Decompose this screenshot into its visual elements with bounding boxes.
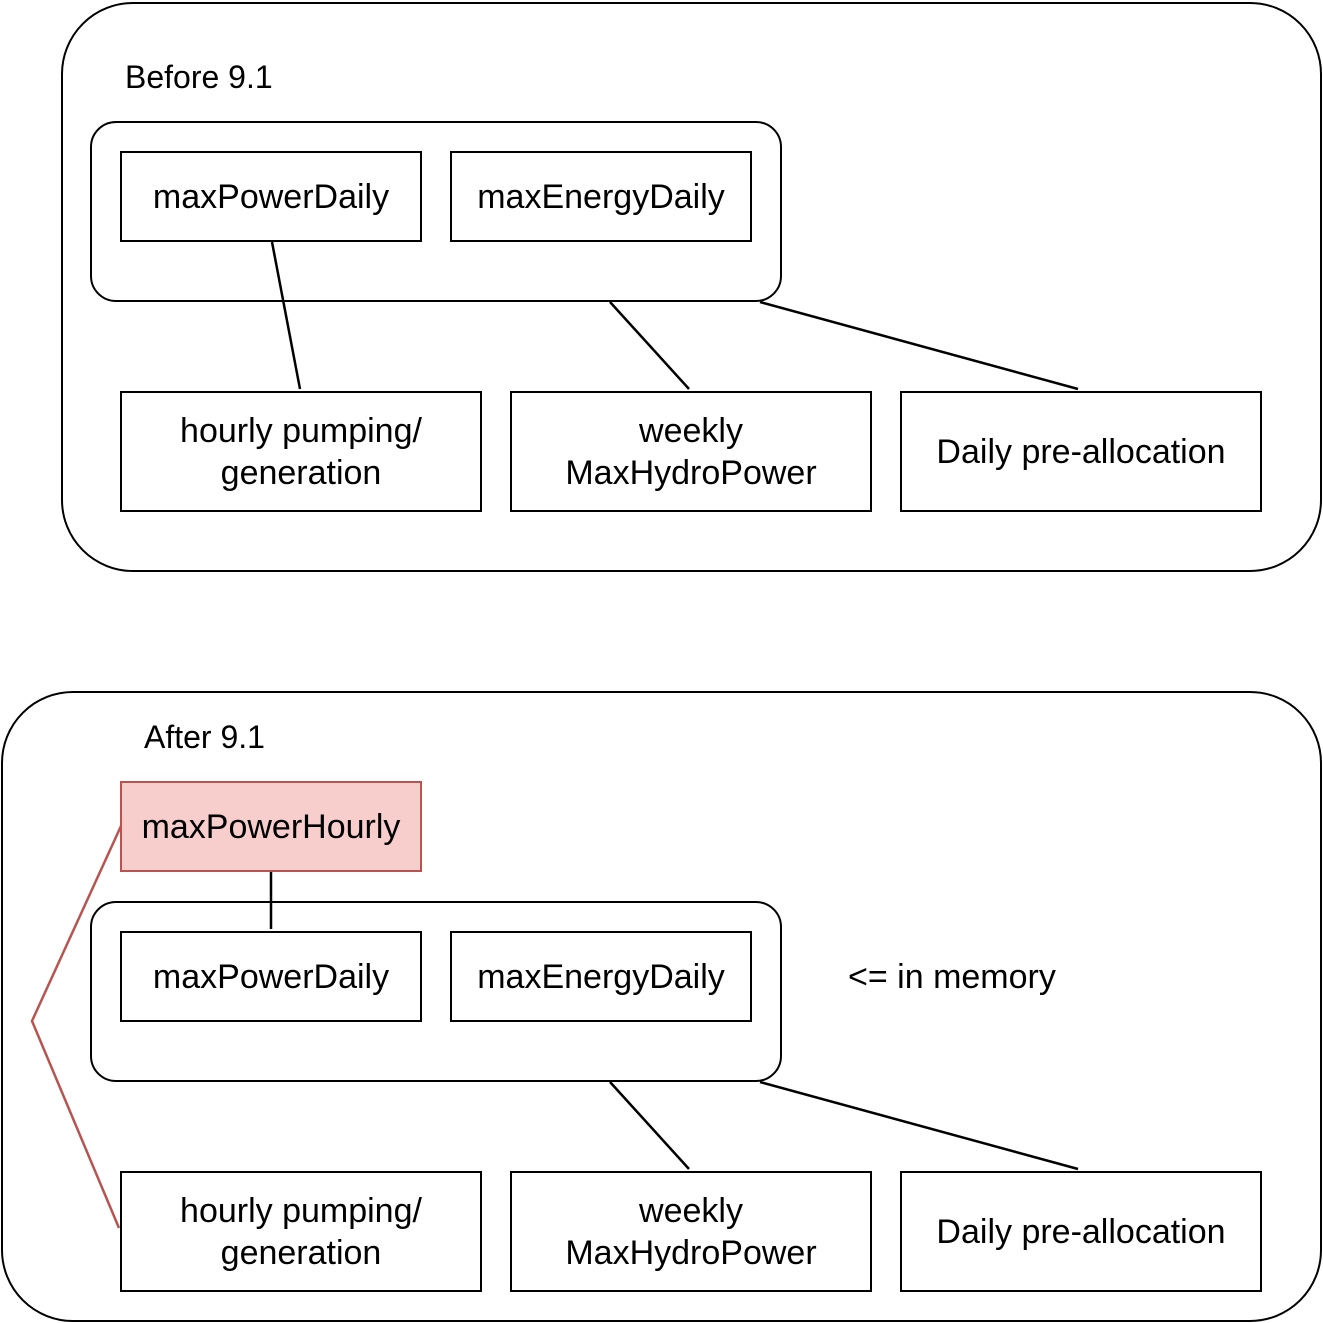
arrow-before-power-to-hourly — [270, 241, 302, 390]
in-memory-note: <= in memory — [848, 958, 1056, 996]
after-max-power-daily[interactable]: maxPowerDaily — [120, 931, 422, 1022]
before-section-title: Before 9.1 — [125, 59, 273, 95]
before-weekly-max-hydro-power[interactable]: weekly MaxHydroPower — [510, 391, 872, 512]
after-max-power-hourly[interactable]: maxPowerHourly — [120, 781, 422, 872]
before-hourly-pumping-generation[interactable]: hourly pumping/ generation — [120, 391, 482, 512]
arrow-after-hourly-to-pumping — [30, 825, 123, 1229]
after-section-title: After 9.1 — [144, 719, 265, 755]
before-max-power-daily[interactable]: maxPowerDaily — [120, 151, 422, 242]
after-daily-pre-allocation[interactable]: Daily pre-allocation — [900, 1171, 1262, 1292]
arrow-before-group-to-weekly — [609, 301, 690, 390]
before-daily-pre-allocation[interactable]: Daily pre-allocation — [900, 391, 1262, 512]
arrow-after-group-to-daily-pre — [759, 1080, 1079, 1171]
after-weekly-max-hydro-power[interactable]: weekly MaxHydroPower — [510, 1171, 872, 1292]
before-max-energy-daily[interactable]: maxEnergyDaily — [450, 151, 752, 242]
arrow-before-group-to-daily-pre — [759, 300, 1079, 391]
arrow-after-group-to-weekly — [609, 1081, 690, 1170]
after-hourly-pumping-generation[interactable]: hourly pumping/ generation — [120, 1171, 482, 1292]
after-max-energy-daily[interactable]: maxEnergyDaily — [450, 931, 752, 1022]
